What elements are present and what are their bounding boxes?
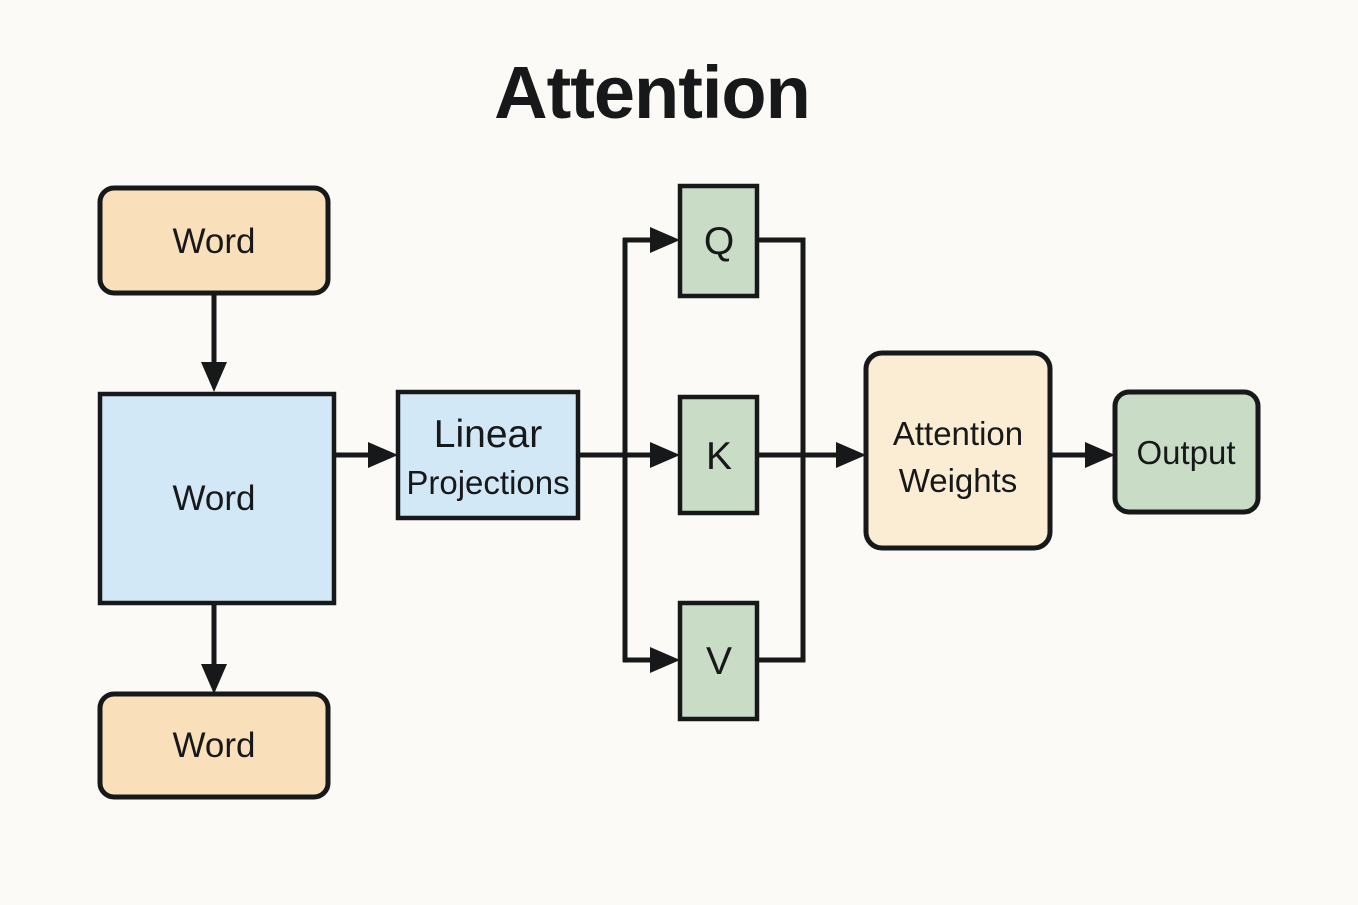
node-word-top[interactable]: Word xyxy=(97,185,331,296)
edge-attention-to-output xyxy=(1050,442,1115,468)
edge-word-top-to-word-main xyxy=(201,293,227,392)
node-output[interactable]: Output xyxy=(1112,389,1261,515)
node-q[interactable]: Q xyxy=(677,183,760,299)
page-title: Attention xyxy=(494,51,810,134)
node-k-label: K xyxy=(706,435,732,478)
edge-linear-to-v xyxy=(623,647,680,673)
edge-linear-to-q xyxy=(623,227,680,253)
node-k[interactable]: K xyxy=(677,394,760,516)
node-output-shape[interactable] xyxy=(1112,389,1261,515)
node-attention-weights-shape[interactable] xyxy=(863,350,1053,551)
node-linear-projections-label-line2: Projections xyxy=(406,464,569,501)
node-q-label: Q xyxy=(704,220,734,263)
edge-v-to-collector xyxy=(757,455,806,663)
node-v-label: V xyxy=(706,640,732,683)
edge-word-main-to-linear xyxy=(334,442,398,468)
node-word-top-label: Word xyxy=(173,222,256,261)
node-linear-projections[interactable]: Linear Projections xyxy=(395,389,581,521)
node-linear-projections-label-line1: Linear xyxy=(434,413,542,456)
node-q-shape[interactable] xyxy=(677,183,760,299)
node-output-label: Output xyxy=(1136,434,1235,471)
edge-word-main-to-word-bottom xyxy=(201,604,227,694)
edge-q-to-collector xyxy=(757,237,806,455)
edge-linear-to-k xyxy=(623,442,680,468)
node-v[interactable]: V xyxy=(677,600,760,722)
node-word-main-label: Word xyxy=(173,479,256,518)
node-word-top-shape[interactable] xyxy=(97,185,331,296)
node-word-main-shape[interactable] xyxy=(97,391,337,606)
node-word-main[interactable]: Word xyxy=(97,391,337,606)
node-word-bottom-label: Word xyxy=(173,726,256,765)
node-linear-projections-shape[interactable] xyxy=(395,389,581,521)
node-word-bottom-shape[interactable] xyxy=(97,691,331,800)
node-k-shape[interactable] xyxy=(677,394,760,516)
node-attention-weights[interactable]: Attention Weights xyxy=(863,350,1053,551)
node-attention-weights-label-line1: Attention xyxy=(893,415,1023,452)
node-attention-weights-label-line2: Weights xyxy=(899,462,1018,499)
node-v-shape[interactable] xyxy=(677,600,760,722)
edge-k-to-attention xyxy=(757,442,866,468)
node-word-bottom[interactable]: Word xyxy=(97,691,331,800)
